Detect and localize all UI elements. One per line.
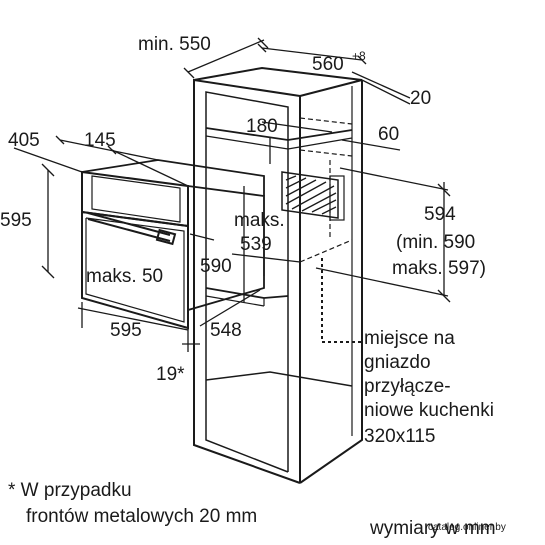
socket-note-line-2: gniazdo (364, 352, 431, 373)
socket-hatching (285, 175, 337, 215)
dim-594-min: (min. 590 (396, 232, 475, 253)
dim-20: 20 (410, 88, 431, 109)
dim-145: 145 (84, 130, 116, 151)
oven-handle (87, 212, 177, 246)
oven (81, 159, 265, 330)
dim-548: 548 (210, 320, 242, 341)
socket-note-line-4: niowe kuchenki (364, 400, 494, 421)
socket-box (281, 171, 339, 219)
cabinet-right-side (299, 80, 363, 484)
dim-560: 560 (312, 54, 344, 75)
dim-590: 590 (200, 256, 232, 277)
footnote-line-1: * W przypadku (8, 480, 132, 501)
cabinet-top (193, 66, 363, 97)
dimension-labels: min. 550 560 +8 20 405 145 180 60 595 59… (0, 34, 486, 385)
socket-note-line-3: przyłącze- (364, 376, 451, 397)
dim-595-height: 595 (0, 210, 32, 231)
cabinet (193, 66, 363, 484)
dim-594-max: maks. 597) (392, 258, 486, 279)
oven-control-panel (91, 175, 181, 223)
dim-594: 594 (424, 204, 456, 225)
dim-maks-539-line1: maks. (234, 210, 285, 231)
dim-maks-539-line2: 539 (240, 234, 272, 255)
watermark: catalog.onliner.by (428, 522, 506, 533)
footnote-line-2: frontów metalowych 20 mm (26, 506, 257, 527)
socket-note-line-5: 320x115 (364, 426, 436, 447)
dim-180: 180 (246, 116, 278, 137)
dim-min-550: min. 550 (138, 34, 211, 55)
socket-area (281, 171, 362, 343)
dim-595-width: 595 (110, 320, 142, 341)
dim-60: 60 (378, 124, 399, 145)
socket-note: miejsce na gniazdo przyłącze- niowe kuch… (364, 328, 494, 447)
footnote: * W przypadku frontów metalowych 20 mm (8, 480, 257, 527)
dim-19: 19* (156, 364, 185, 385)
cabinet-upper-shelf (205, 127, 353, 141)
dim-405: 405 (8, 130, 40, 151)
oven-front-frame (81, 170, 189, 228)
dim-maks-50: maks. 50 (86, 266, 163, 287)
cabinet-front-outline (193, 78, 301, 484)
dim-560-tolerance: +8 (352, 49, 366, 63)
units-note: wymiary w mm (369, 518, 496, 539)
socket-leader-line (321, 258, 362, 343)
dimension-lines (13, 37, 451, 352)
cabinet-front-inner (205, 91, 289, 473)
socket-note-line-1: miejsce na (364, 328, 455, 349)
